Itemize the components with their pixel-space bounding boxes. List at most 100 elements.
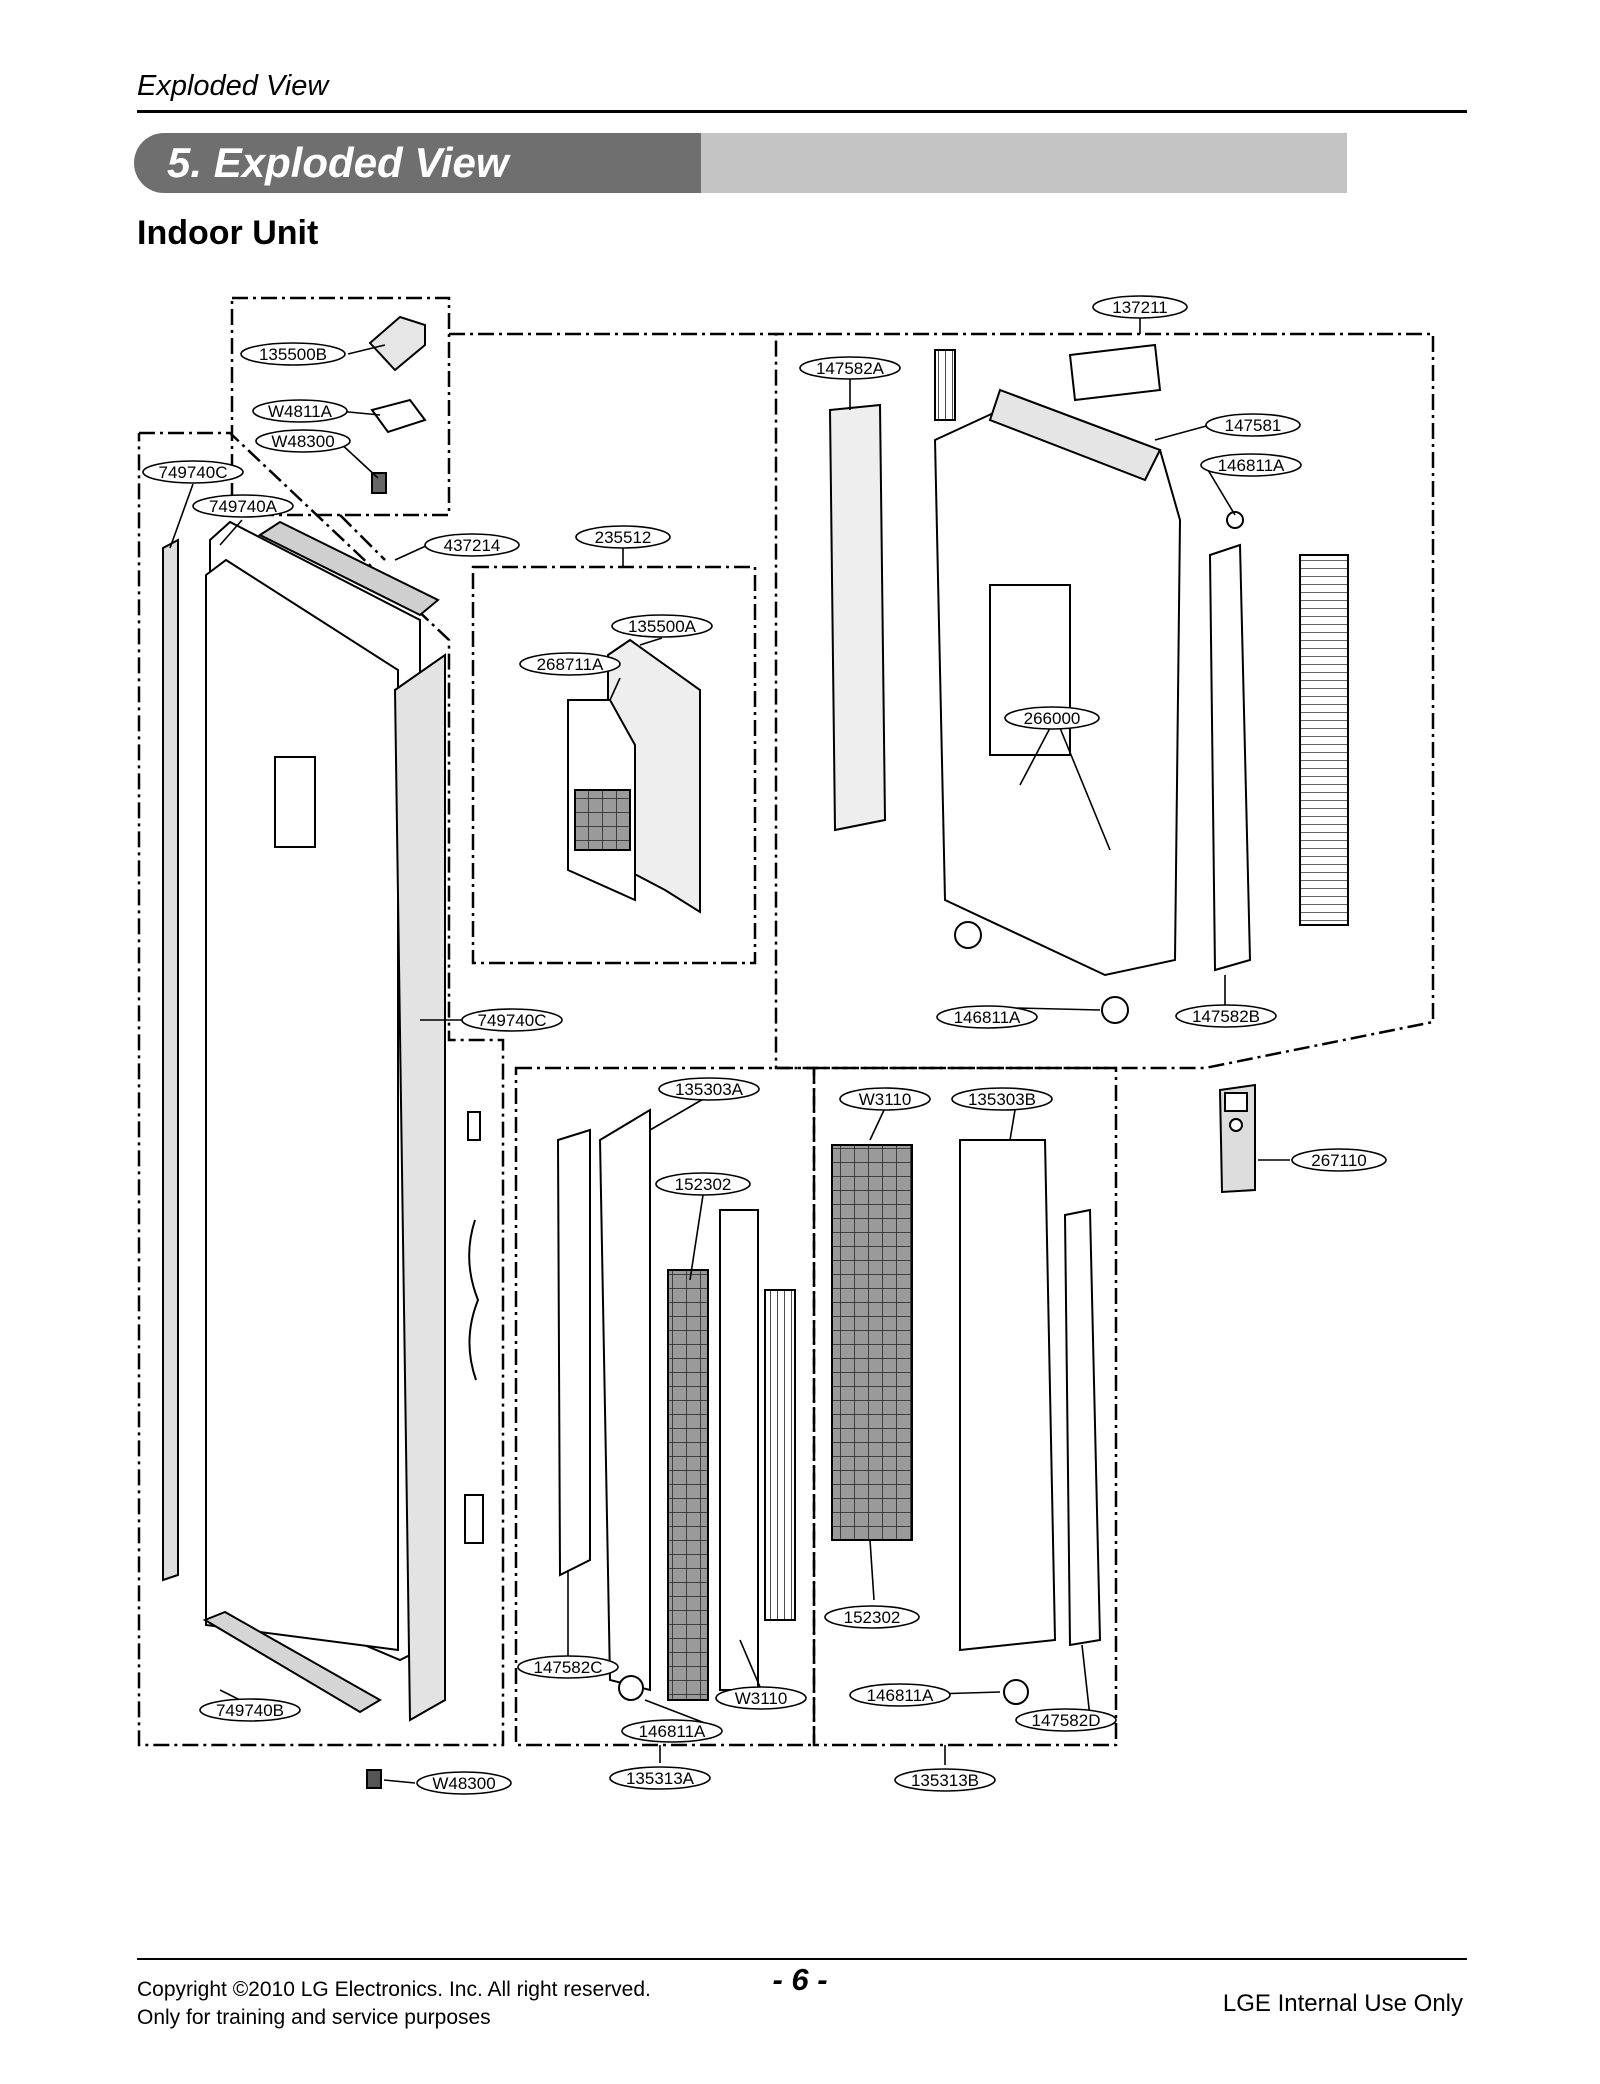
callout-text: 147582D	[1031, 1711, 1100, 1730]
callout-text: W4811A	[268, 402, 333, 421]
callout-135303b: 135303B	[951, 1087, 1053, 1111]
section-title: 5. Exploded View	[167, 139, 509, 186]
page-number: - 6 -	[772, 1962, 828, 1997]
callout-152302-right: 152302	[824, 1605, 920, 1629]
bracket-small	[467, 1111, 481, 1141]
callout-135313a: 135313A	[609, 1766, 711, 1790]
remote-controller	[1218, 1083, 1256, 1194]
right-filter-group-box	[812, 1066, 1118, 1747]
display-group-box	[471, 565, 757, 965]
callout-w3110-bottom: W3110	[715, 1686, 807, 1710]
side-trim-right	[393, 653, 446, 1722]
remote-button	[1229, 1118, 1243, 1132]
callout-w3110-top: W3110	[839, 1087, 931, 1111]
callout-text: 135303B	[968, 1090, 1036, 1109]
right-side-panel	[1063, 1208, 1102, 1647]
callout-text: 135313A	[626, 1769, 695, 1788]
chassis-assembly	[828, 343, 1349, 1024]
section-band-light	[701, 133, 1347, 193]
callout-137211: 137211	[1092, 295, 1188, 319]
left-grille	[764, 1289, 796, 1621]
grille-edge	[934, 349, 956, 421]
left-side-cover	[828, 403, 887, 832]
copyright-block: Copyright ©2010 LG Electronics. Inc. All…	[137, 1976, 651, 2032]
hinge-bracket	[370, 398, 427, 434]
callout-text: 152302	[675, 1175, 732, 1194]
heat-exchanger-fins	[1299, 554, 1349, 926]
section-title-band: 5. Exploded View	[134, 133, 1347, 193]
front-panel-group-box	[137, 431, 505, 1747]
callout-text: 135313B	[911, 1771, 979, 1790]
callout-text: 146811A	[1218, 456, 1285, 475]
callout-text: 266000	[1024, 709, 1081, 728]
right-filter	[831, 1144, 913, 1541]
motor-right	[1101, 996, 1129, 1024]
callout-text: 749740A	[209, 497, 278, 516]
callout-135500a: 135500A	[611, 614, 713, 638]
callout-text: 146811A	[639, 1722, 706, 1741]
display-keypad	[574, 789, 631, 851]
door-panel	[205, 558, 399, 1652]
section-band-dark	[134, 133, 701, 193]
callout-147582d: 147582D	[1015, 1708, 1117, 1732]
internal-use-note: LGE Internal Use Only	[1222, 1990, 1463, 2017]
training-line: Only for training and service purposes	[137, 2006, 491, 2029]
callout-text: W3110	[735, 1689, 788, 1708]
hinge-cap	[368, 315, 426, 372]
callout-text: 437214	[444, 536, 501, 555]
left-filter-group-box	[514, 1066, 816, 1747]
callout-146811a-left: 146811A	[621, 1719, 723, 1743]
side-trim-left	[162, 538, 179, 1582]
callout-text: 749740C	[158, 463, 227, 482]
callout-146811a-mid: 146811A	[936, 1005, 1038, 1029]
remote-screen	[1224, 1092, 1248, 1112]
callout-267110: 267110	[1291, 1148, 1387, 1172]
bracket-lower	[464, 1494, 484, 1544]
callout-text: 152302	[844, 1608, 901, 1627]
callout-437214: 437214	[424, 533, 520, 557]
callout-text: 146811A	[954, 1008, 1021, 1027]
display-assembly	[567, 638, 701, 914]
callout-749740a: 749740A	[192, 494, 294, 518]
callout-147582c: 147582C	[517, 1655, 619, 1679]
screw-bottom	[366, 1769, 382, 1789]
callout-235512: 235512	[575, 525, 671, 549]
safety-cord	[468, 1219, 480, 1381]
callout-text: 267110	[1311, 1151, 1366, 1170]
chassis-group-box	[449, 332, 1435, 1070]
callout-text: W3110	[859, 1090, 912, 1109]
boundary-connector	[339, 514, 386, 561]
callout-w48300-top: W48300	[255, 429, 351, 453]
callout-w4811a: W4811A	[252, 399, 348, 423]
callout-749740c-top: 749740C	[142, 460, 244, 484]
callout-266000: 266000	[1004, 706, 1100, 730]
callout-text: 135303A	[675, 1080, 744, 1099]
callout-text: W48300	[271, 432, 334, 451]
hinge-screw	[371, 472, 387, 494]
top-grille-guard	[1068, 343, 1162, 402]
callout-135303a: 135303A	[658, 1077, 760, 1101]
motor-cap	[1226, 511, 1244, 529]
callout-text: 749740B	[216, 1701, 284, 1720]
callout-text: 147581	[1225, 416, 1282, 435]
hinge-group-box	[230, 296, 451, 517]
motor-bottom-right	[1003, 1679, 1029, 1705]
filter-assemblies	[556, 1108, 1102, 1705]
top-cover	[988, 388, 1162, 482]
motor-bottom-left	[618, 1675, 644, 1701]
callout-text: 147582A	[816, 359, 885, 378]
footer-rule	[137, 1958, 1467, 1960]
callout-749740c-mid: 749740C	[461, 1008, 563, 1032]
callout-147582b: 147582B	[1175, 1004, 1277, 1028]
left-filter	[667, 1269, 709, 1701]
callout-268711a: 268711A	[519, 652, 621, 676]
door-label	[274, 756, 316, 848]
callout-147581: 147581	[1205, 413, 1301, 437]
callout-text: 147582B	[1192, 1007, 1260, 1026]
right-side-cover	[1208, 543, 1252, 972]
callout-text: 268711A	[537, 655, 604, 674]
callout-147582a: 147582A	[799, 356, 901, 380]
callout-text: 135500A	[628, 617, 697, 636]
callout-text: W48300	[432, 1774, 495, 1793]
